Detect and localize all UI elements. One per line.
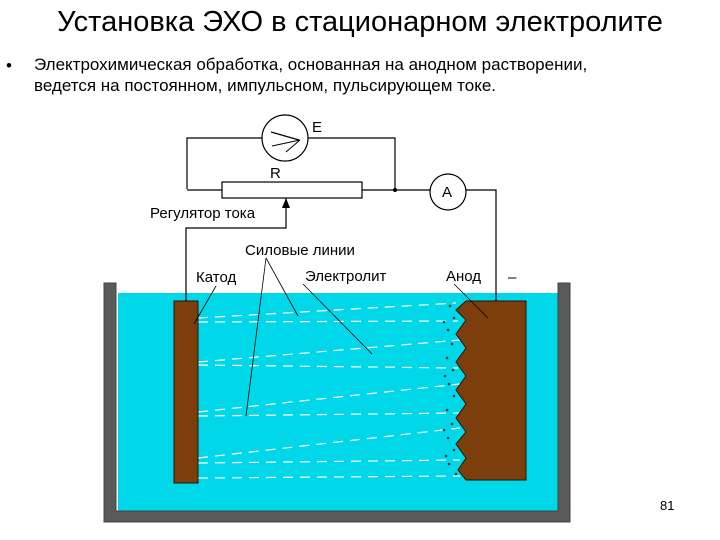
electrolyte-label: Электролит [305, 268, 386, 285]
voltmeter-needle-icon [270, 131, 300, 141]
voltmeter-label: E [312, 119, 322, 136]
voltmeter [261, 114, 309, 162]
circuit-wires [185, 137, 497, 301]
field-lines [197, 302, 461, 479]
dissolution-particles [442, 304, 458, 476]
bullet-line-2: ведется на постоянном, импульсном, пульс… [34, 76, 497, 95]
voltmeter-arrow-icon [271, 139, 301, 153]
anode-label: Анод [446, 268, 481, 285]
anode-electrode [455, 300, 527, 481]
slider-arrow-icon [282, 198, 290, 208]
field-lines-label: Силовые линии [245, 242, 355, 259]
ammeter-label: A [442, 184, 452, 201]
page-number: 81 [660, 498, 675, 513]
resistor [221, 181, 363, 199]
ammeter [429, 173, 467, 211]
cathode-electrode [173, 300, 199, 484]
bullet-line-1: Электрохимическая обработка, основанная … [34, 55, 588, 74]
minus-sign: – [508, 269, 517, 286]
resistor-label: R [270, 165, 281, 182]
tank-walls [103, 282, 571, 523]
junction-dot [393, 188, 397, 192]
label-pointers [193, 257, 489, 417]
slide-title: Установка ЭХО в стационарном электролите [57, 6, 663, 38]
bullet-text: Электрохимическая обработка, основанная … [34, 54, 704, 96]
bullet-marker: • [6, 56, 12, 75]
regulator-label: Регулятор тока [150, 205, 256, 222]
cathode-label: Катод [196, 269, 236, 286]
